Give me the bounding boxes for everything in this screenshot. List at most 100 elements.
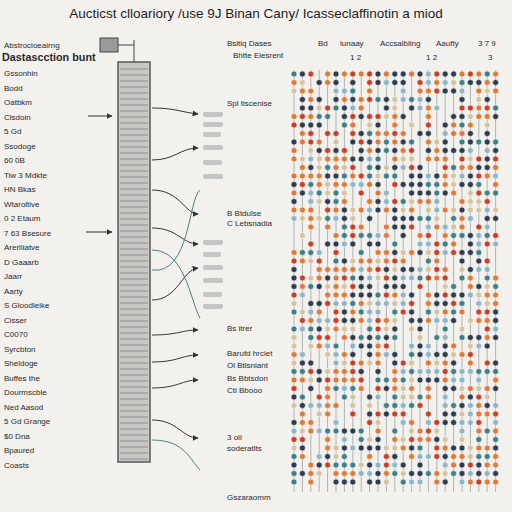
grid-dot — [484, 411, 490, 417]
grid-dot — [467, 199, 473, 205]
grid-dot — [392, 114, 398, 120]
grid-dot — [350, 267, 356, 273]
grid-dot — [392, 335, 398, 341]
grid-dot — [434, 318, 440, 324]
grid-dot — [375, 377, 381, 383]
grid-dot — [467, 71, 473, 77]
grid-dot — [417, 182, 423, 188]
grid-dot — [493, 241, 499, 247]
grid-dot — [316, 182, 322, 188]
grid-dot — [484, 462, 490, 468]
grid-dot — [409, 301, 415, 307]
grid-dot — [467, 122, 473, 128]
grid-dot — [476, 403, 482, 409]
grid-dot — [341, 437, 347, 443]
dot-grid — [291, 70, 499, 492]
grid-dot — [392, 250, 398, 256]
grid-dot — [375, 326, 381, 332]
grid-dot — [291, 471, 297, 477]
grid-dot — [476, 377, 482, 383]
grid-dot — [375, 250, 381, 256]
grid-dot — [476, 241, 482, 247]
grid-dot — [308, 190, 314, 196]
grid-dot — [409, 190, 415, 196]
vertical-bar — [118, 62, 150, 462]
grid-dot — [383, 97, 389, 103]
row-label: Jaarr — [4, 273, 22, 281]
grid-dot — [358, 437, 364, 443]
grid-dot — [333, 343, 339, 349]
grid-dot — [434, 224, 440, 230]
grid-dot — [358, 156, 364, 162]
middle-label: Bs itrer — [226, 325, 253, 333]
grid-dot — [451, 190, 457, 196]
row-label: Wtaroltive — [4, 201, 40, 209]
grid-dot — [325, 454, 331, 460]
grid-dot — [442, 479, 448, 485]
grid-dot — [425, 352, 431, 358]
grid-dot — [383, 131, 389, 137]
grid-dot — [316, 250, 322, 256]
grid-dot — [375, 420, 381, 426]
grid-dot — [316, 139, 322, 145]
grid-dot — [493, 479, 499, 485]
grid-dot — [484, 343, 490, 349]
grid-dot — [341, 479, 347, 485]
grid-dot — [451, 148, 457, 154]
grid-dot — [467, 139, 473, 145]
grid-dot — [333, 301, 339, 307]
grid-dot — [467, 360, 473, 366]
row-label: Tiw 3 Mdkte — [4, 172, 47, 180]
grid-dot — [299, 454, 305, 460]
grid-dot — [392, 437, 398, 443]
grid-dot — [467, 394, 473, 400]
grid-dot — [367, 114, 373, 120]
grid-dot — [308, 326, 314, 332]
grid-dot — [425, 343, 431, 349]
grid-dot — [493, 275, 499, 281]
grid-dot — [476, 165, 482, 171]
grid-dot — [350, 216, 356, 222]
grid-dot — [392, 156, 398, 162]
middle-label: 3 oll — [226, 434, 243, 442]
grid-dot — [358, 428, 364, 434]
grid-dot — [350, 105, 356, 111]
grid-dot — [434, 182, 440, 188]
grid-dot — [358, 318, 364, 324]
grid-dot — [316, 454, 322, 460]
grid-dot — [417, 241, 423, 247]
grid-dot — [350, 318, 356, 324]
grid-dot — [308, 309, 314, 315]
middle-label: Bs Bbtsdon — [226, 375, 269, 383]
grid-dot — [383, 114, 389, 120]
grid-dot — [425, 420, 431, 426]
grid-dot — [484, 445, 490, 451]
grid-dot — [467, 479, 473, 485]
grid-dot — [350, 386, 356, 392]
row-label: Bodd — [4, 85, 23, 93]
grid-dot — [333, 148, 339, 154]
grid-dot — [417, 216, 423, 222]
grid-dot — [350, 403, 356, 409]
grid-dot — [442, 360, 448, 366]
grid-dot — [316, 165, 322, 171]
grid-dot — [299, 403, 305, 409]
grid-dot — [434, 335, 440, 341]
grid-dot — [442, 335, 448, 341]
grid-dot — [417, 250, 423, 256]
grid-dot — [350, 80, 356, 86]
grid-dot — [425, 267, 431, 273]
grid-dot — [459, 352, 465, 358]
grid-dot — [367, 165, 373, 171]
grid-dot — [341, 207, 347, 213]
grid-dot — [476, 309, 482, 315]
grid-dot — [467, 131, 473, 137]
column-header: lunaay — [340, 40, 364, 48]
grid-dot — [392, 148, 398, 154]
grid-dot — [400, 199, 406, 205]
grid-dot — [383, 318, 389, 324]
grid-dot — [451, 411, 457, 417]
grid-dot — [392, 301, 398, 307]
grid-dot — [333, 258, 339, 264]
